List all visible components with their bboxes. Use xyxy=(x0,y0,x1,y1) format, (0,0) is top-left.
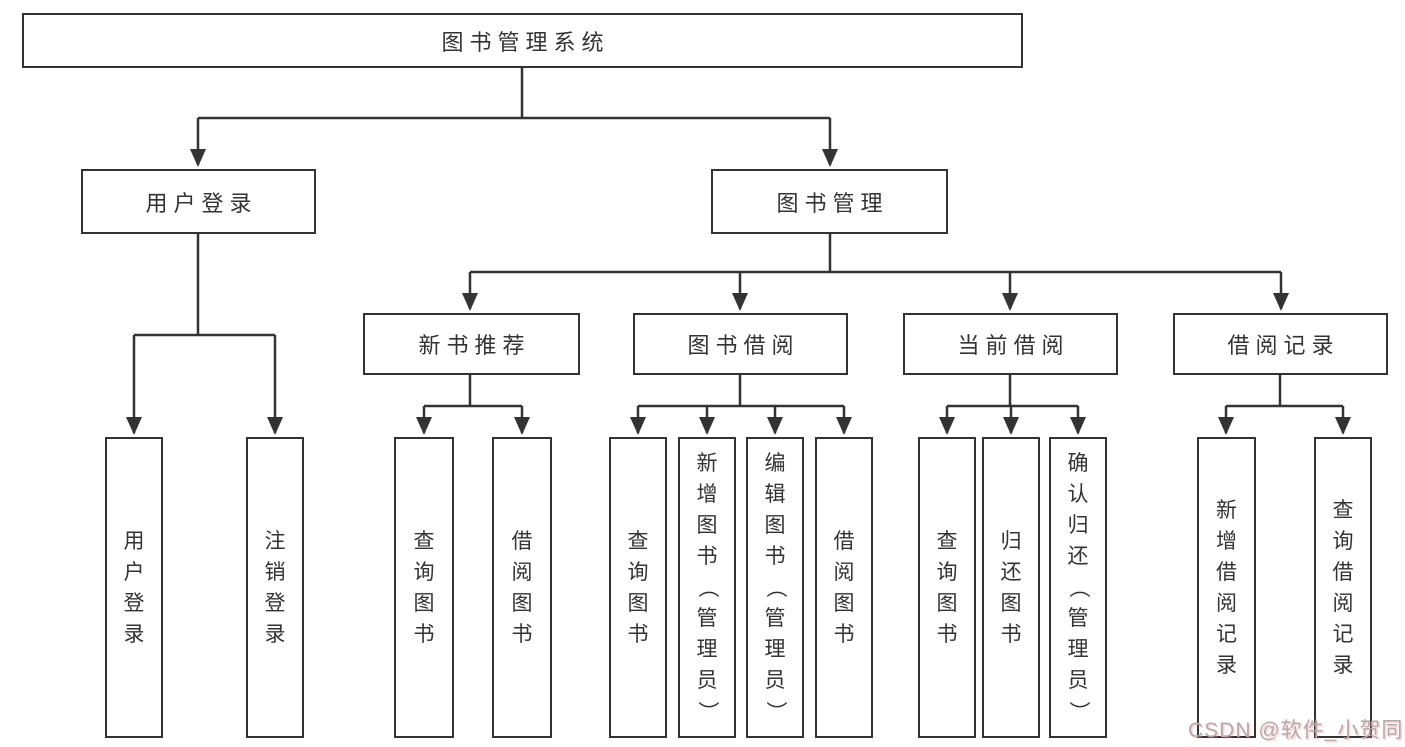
node-leaf-return-books-label: 归还图书 xyxy=(1000,529,1022,646)
node-leaf-query-books-recommend-label: 查询图书 xyxy=(413,529,435,646)
node-current-borrow-label: 当前借阅 xyxy=(957,333,1070,358)
node-leaf-query-books-borrow: 查询图书 xyxy=(609,437,667,738)
node-leaf-confirm-return-admin-label: 确认归还（管理员） xyxy=(1066,452,1090,722)
node-new-book-recommend-label: 新书推荐 xyxy=(418,333,531,358)
node-current-borrow: 当前借阅 xyxy=(903,313,1118,375)
connector-root-to-level2 xyxy=(190,67,838,167)
node-leaf-borrow-books-recommend-label: 借阅图书 xyxy=(511,529,533,646)
node-leaf-query-borrow-record: 查询借阅记录 xyxy=(1314,437,1372,738)
connector-borrow-children xyxy=(630,375,852,435)
node-leaf-query-borrow-record-label: 查询借阅记录 xyxy=(1332,498,1354,677)
node-leaf-query-books-current-label: 查询图书 xyxy=(936,529,958,646)
node-leaf-query-books-recommend: 查询图书 xyxy=(394,437,454,738)
node-book-borrow-label: 图书借阅 xyxy=(687,333,800,358)
node-book-management-label: 图书管理 xyxy=(776,190,889,216)
connector-user-login-children xyxy=(126,234,283,435)
node-borrow-records: 借阅记录 xyxy=(1173,313,1388,375)
node-leaf-query-books-borrow-label: 查询图书 xyxy=(627,529,649,646)
node-book-borrow: 图书借阅 xyxy=(633,313,848,375)
node-root: 图书管理系统 xyxy=(22,13,1023,68)
node-book-management: 图书管理 xyxy=(711,169,948,234)
node-leaf-add-books-admin-label: 新增图书（管理员） xyxy=(695,452,719,722)
node-leaf-user-login-label: 用户登录 xyxy=(123,529,145,646)
node-leaf-confirm-return-admin: 确认归还（管理员） xyxy=(1049,437,1107,738)
node-leaf-add-books-admin: 新增图书（管理员） xyxy=(678,437,736,738)
node-leaf-edit-books-admin: 编辑图书（管理员） xyxy=(746,437,804,738)
node-leaf-add-borrow-record-label: 新增借阅记录 xyxy=(1216,498,1237,677)
node-borrow-records-label: 借阅记录 xyxy=(1227,333,1340,358)
node-leaf-add-borrow-record: 新增借阅记录 xyxy=(1197,437,1256,738)
connector-new-book-children xyxy=(416,375,530,435)
node-leaf-edit-books-admin-label: 编辑图书（管理员） xyxy=(763,452,787,722)
node-user-login: 用户登录 xyxy=(81,169,316,234)
node-leaf-logout-label: 注销登录 xyxy=(264,529,286,646)
node-new-book-recommend: 新书推荐 xyxy=(363,313,580,375)
node-leaf-borrow-books-recommend: 借阅图书 xyxy=(492,437,552,738)
node-leaf-borrow-books: 借阅图书 xyxy=(815,437,873,738)
node-leaf-return-books: 归还图书 xyxy=(982,437,1040,738)
connector-book-management-sections xyxy=(462,234,1289,311)
node-leaf-borrow-books-label: 借阅图书 xyxy=(833,529,855,646)
connector-records-children xyxy=(1218,375,1351,435)
node-user-login-label: 用户登录 xyxy=(145,190,258,216)
connector-current-children xyxy=(939,375,1086,435)
node-leaf-logout: 注销登录 xyxy=(246,437,304,738)
watermark: CSDN @软件_小贺同学 xyxy=(1188,719,1405,742)
node-root-label: 图书管理系统 xyxy=(441,29,610,55)
node-leaf-query-books-current: 查询图书 xyxy=(918,437,976,738)
node-leaf-user-login: 用户登录 xyxy=(105,437,163,738)
